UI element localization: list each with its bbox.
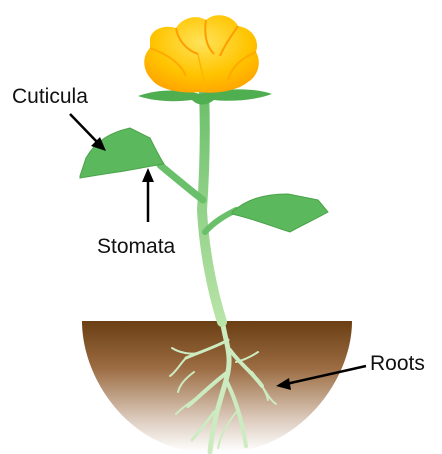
arrow-icon xyxy=(70,114,106,151)
flower-icon xyxy=(144,15,259,92)
leaf-icon xyxy=(80,128,164,178)
stem-icon xyxy=(160,92,236,322)
stomata-label: Stomata xyxy=(97,236,175,257)
roots-label: Roots xyxy=(370,353,425,374)
arrow-icon xyxy=(142,168,154,222)
leaf-icon xyxy=(232,194,328,232)
cuticula-label: Cuticula xyxy=(12,86,88,107)
soil-icon xyxy=(82,321,352,452)
